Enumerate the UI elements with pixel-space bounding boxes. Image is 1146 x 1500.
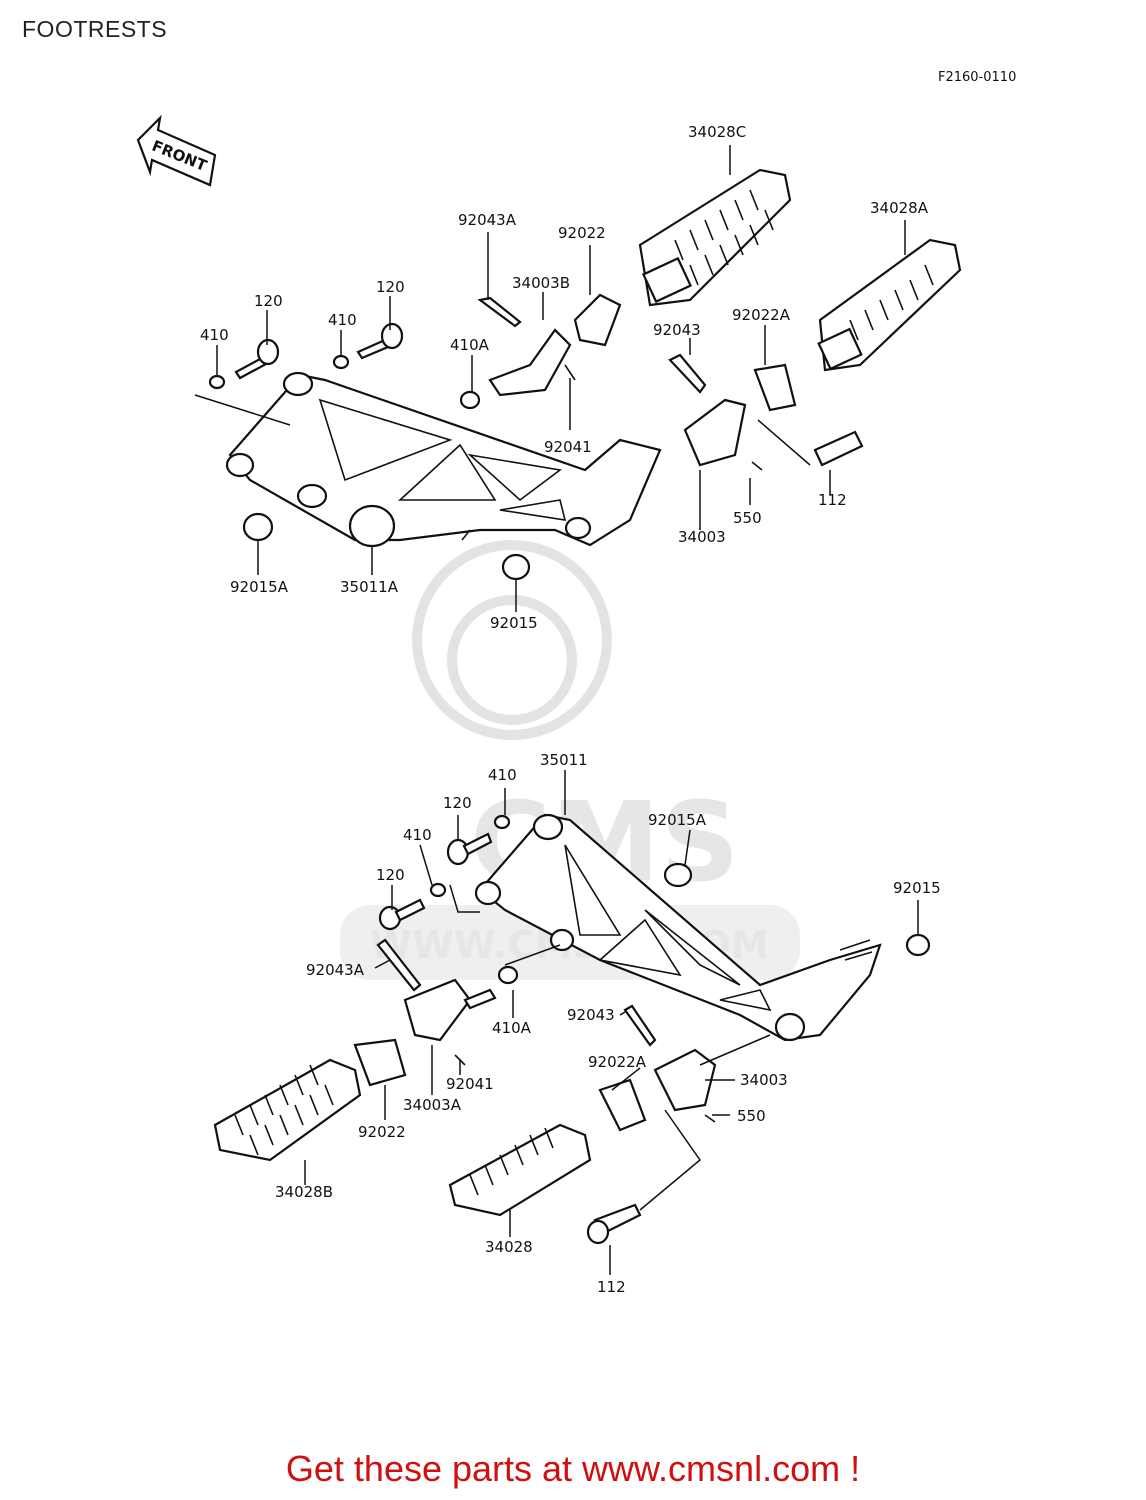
callout-34028c: 34028C: [688, 123, 746, 141]
watermark-face: [447, 595, 577, 725]
upper-assembly: 34028C 34028A 92043A 92022 34003B 120 12…: [194, 123, 962, 632]
footpeg-34028: [448, 1123, 592, 1217]
callout-35011: 35011: [540, 751, 588, 769]
callout-112: 112: [818, 491, 847, 509]
callout-410: 410: [403, 826, 432, 844]
callout-92022a: 92022A: [588, 1053, 647, 1071]
callout-34003: 34003: [740, 1071, 788, 1089]
footpeg-34028b: [213, 1058, 362, 1162]
callout-34028b: 34028B: [275, 1183, 333, 1201]
callout-120: 120: [443, 794, 472, 812]
callout-92015: 92015: [893, 879, 941, 897]
watermark-ring: [412, 540, 612, 740]
callout-92022: 92022: [558, 224, 606, 242]
callout-92015: 92015: [490, 614, 538, 632]
callout-34028: 34028: [485, 1238, 533, 1256]
lower-assembly: 35011 410 120 410 92015A 120 92015 92043…: [213, 751, 941, 1296]
bracket-35011: [474, 813, 882, 1042]
diagram-code: F2160-0110: [938, 70, 1017, 85]
callout-92015a: 92015A: [230, 578, 289, 596]
callout-92022: 92022: [358, 1123, 406, 1141]
callout-34003a: 34003A: [403, 1096, 462, 1114]
hardware-upper: [208, 293, 864, 581]
callout-410: 410: [200, 326, 229, 344]
callout-120: 120: [254, 292, 283, 310]
callout-112: 112: [597, 1278, 626, 1296]
hardware-lower: [353, 814, 931, 1245]
callout-92043a: 92043A: [458, 211, 517, 229]
callout-35011a: 35011A: [340, 578, 399, 596]
page-title: FOOTRESTS: [22, 16, 168, 42]
callout-92022a: 92022A: [732, 306, 791, 324]
footpeg-34028c: [638, 168, 792, 307]
cta-link[interactable]: Get these parts at www.cmsnl.com !: [285, 1448, 861, 1489]
callout-410: 410: [488, 766, 517, 784]
bracket-35011a: [225, 371, 662, 548]
callout-34003b: 34003B: [512, 274, 570, 292]
callout-550: 550: [733, 509, 762, 527]
callout-34028a: 34028A: [870, 199, 929, 217]
leaders-upper: [194, 145, 906, 612]
callout-34003: 34003: [678, 528, 726, 546]
callout-120: 120: [376, 866, 405, 884]
callout-92041: 92041: [544, 438, 592, 456]
callout-550: 550: [737, 1107, 766, 1125]
callout-120: 120: [376, 278, 405, 296]
front-arrow-icon: FRONT: [136, 114, 217, 187]
callout-92043: 92043: [653, 321, 701, 339]
callout-410a: 410A: [492, 1019, 532, 1037]
leaders-lower: [304, 770, 919, 1275]
callout-92041: 92041: [446, 1075, 494, 1093]
callout-92043a: 92043A: [306, 961, 365, 979]
footpeg-34028a: [817, 238, 962, 372]
callout-92015a: 92015A: [648, 811, 707, 829]
callout-410a: 410A: [450, 336, 490, 354]
callout-92043: 92043: [567, 1006, 615, 1024]
callout-410: 410: [328, 311, 357, 329]
